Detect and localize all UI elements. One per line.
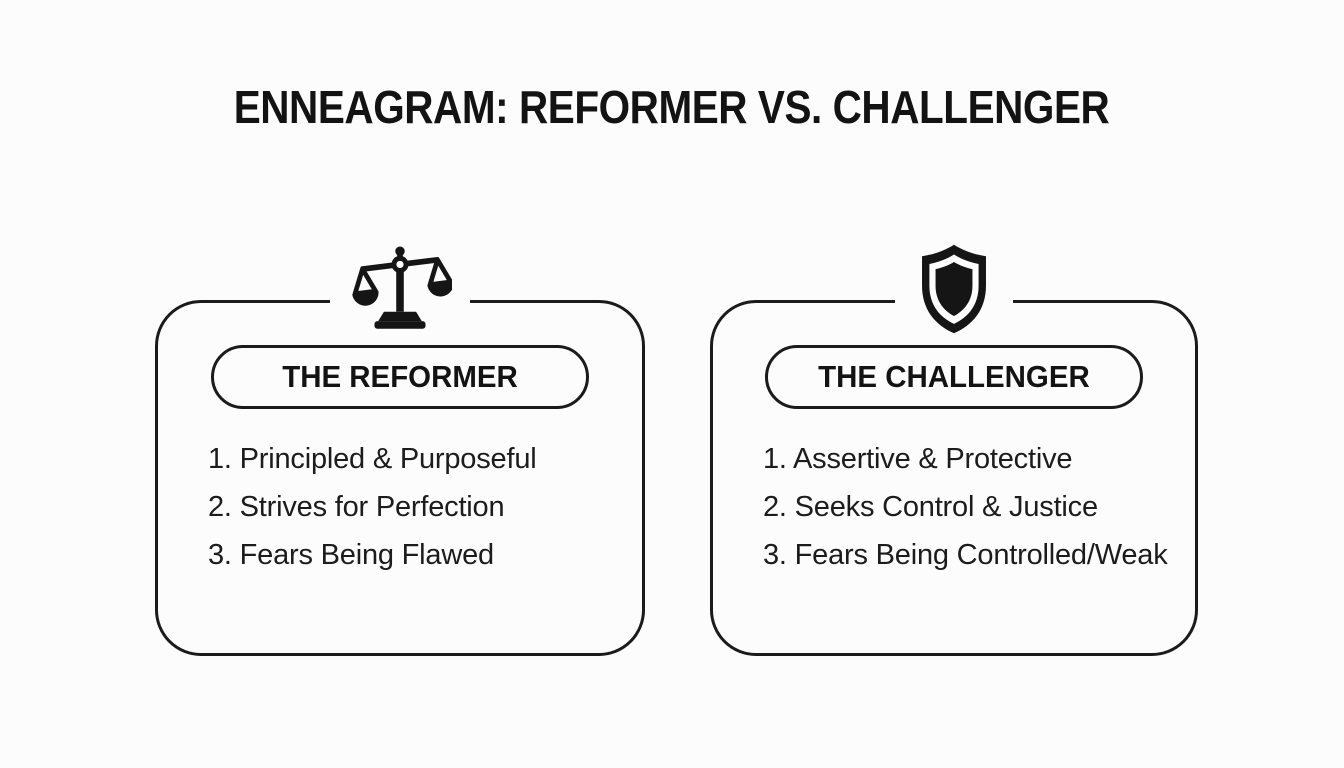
trait-item: 2. Strives for Perfection xyxy=(208,491,505,523)
trait-item: 1. Assertive & Protective xyxy=(763,443,1073,475)
type-label-challenger: THE CHALLENGER xyxy=(818,359,1090,394)
card-reformer: THE REFORMER 1. Principled & Purposeful … xyxy=(155,243,645,656)
card-challenger: THE CHALLENGER 1. Assertive & Protective… xyxy=(710,243,1198,656)
trait-list-reformer: 1. Principled & Purposeful 2. Strives fo… xyxy=(158,435,642,579)
page-title: ENNEAGRAM: REFORMER VS. CHALLENGER xyxy=(0,80,1344,134)
type-label-pill-challenger: THE CHALLENGER xyxy=(765,345,1143,409)
trait-list-challenger: 1. Assertive & Protective 2. Seeks Contr… xyxy=(713,435,1195,579)
trait-item: 3. Fears Being Controlled/Weak xyxy=(763,539,1168,571)
trait-item: 1. Principled & Purposeful xyxy=(208,443,537,475)
scales-icon xyxy=(330,243,470,335)
trait-item: 2. Seeks Control & Justice xyxy=(763,491,1098,523)
shield-icon xyxy=(895,243,1013,335)
type-label-reformer: THE REFORMER xyxy=(282,359,518,394)
trait-item: 3. Fears Being Flawed xyxy=(208,539,494,571)
type-label-pill-reformer: THE REFORMER xyxy=(211,345,589,409)
page-title-text: ENNEAGRAM: REFORMER VS. CHALLENGER xyxy=(234,81,1110,133)
